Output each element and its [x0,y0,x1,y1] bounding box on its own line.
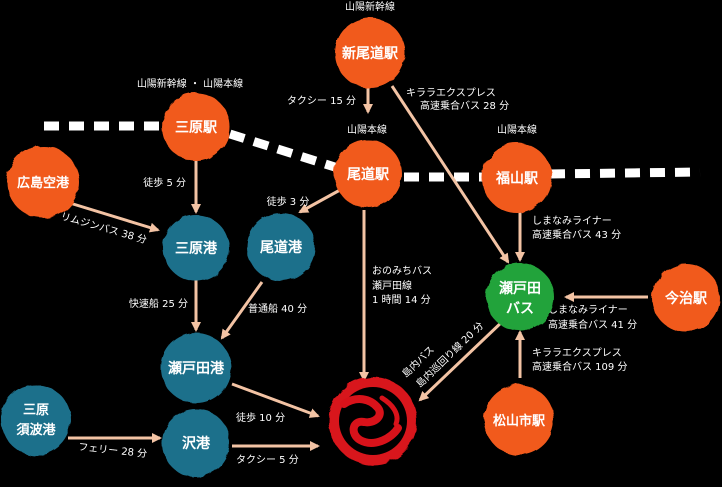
arrow-setoda-port-to-destination [231,382,320,418]
edge-label-taxi-15: タクシー 15 分 [287,95,356,107]
edge-label-shimanami-41-2: 高速乗合バス 41 分 [548,318,637,331]
edge-label-walk-10: 徒歩 10 分 [236,411,285,424]
svg-text:三原: 三原 [23,403,49,418]
destination-logo[interactable] [329,377,417,465]
node-onomichi-station[interactable]: 尾道駅 [334,140,402,208]
svg-text:瀬戸田: 瀬戸田 [499,280,541,297]
svg-text:広島空港: 広島空港 [17,175,70,191]
node-mihara-station[interactable]: 三原駅 [162,93,230,161]
edge-label-onomichi-bus-1: おのみちバス [372,265,432,277]
edge-label-walk-5: 徒歩 5 分 [143,176,186,189]
arrow-onomichi-port-to-setoda-port [220,281,264,340]
node-sawa-port[interactable]: 沢港 [162,409,230,477]
route-arrows [59,85,648,451]
destination-logo-wave-icon [340,395,402,447]
edge-label-shimanami-43-2: 高速乗合バス 43 分 [532,228,621,241]
node-fukuyama-station[interactable]: 福山駅 [482,143,552,213]
node-onomichi-port[interactable]: 尾道港 [247,213,315,281]
svg-text:須波港: 須波港 [15,422,56,438]
svg-text:今治駅: 今治駅 [664,290,708,307]
edge-label-kirara-109-2: 高速乗合バス 109 分 [532,360,627,373]
line-label-shin-onomichi: 山陽新幹線 [345,0,395,13]
edge-label-kirara-28-1: キララエクスプレス [406,87,496,99]
node-shin-onomichi-station[interactable]: 新尾道駅 [335,18,405,88]
edge-label-taxi-5: タクシー 5 分 [236,454,299,466]
svg-text:沢港: 沢港 [182,435,211,452]
svg-text:松山市駅: 松山市駅 [493,413,546,429]
svg-text:尾道港: 尾道港 [260,239,303,256]
arrow-setoda-bus-to-destination [418,318,506,402]
svg-text:尾道駅: 尾道駅 [347,166,390,183]
svg-text:三原駅: 三原駅 [175,120,218,136]
svg-text:新尾道駅: 新尾道駅 [342,45,399,62]
edge-label-fast-boat-25: 快速船 25 分 [129,297,188,310]
svg-text:バス: バス [506,301,534,317]
node-matsuyama-station[interactable]: 松山市駅 [484,385,554,455]
node-setoda-bus[interactable]: 瀬戸田 バス [486,263,554,331]
svg-text:三原港: 三原港 [175,240,218,257]
node-sunami-port[interactable]: 三原 須波港 [1,385,71,455]
node-imabari-station[interactable]: 今治駅 [652,264,720,332]
arrow-shin-onomichi-to-setoda-bus [390,85,510,264]
edge-label-walk-3: 徒歩 3 分 [267,195,310,208]
edge-label-kirara-28-2: 高速乗合バス 28 分 [420,99,509,112]
line-label-onomichi: 山陽本線 [347,123,387,136]
arrow-airport-to-mihara-port [59,198,160,233]
edge-label-kirara-109-1: キララエクスプレス [532,347,622,359]
edge-label-onomichi-bus-2: 瀬戸田線 [372,279,412,292]
railway-line [44,121,701,182]
svg-text:福山駅: 福山駅 [495,170,539,187]
svg-text:瀬戸田港: 瀬戸田港 [168,360,225,377]
edge-label-regular-boat-40: 普通船 40 分 [248,302,307,315]
node-hiroshima-airport[interactable]: 広島空港 [7,146,79,218]
edge-label-onomichi-bus-3: 1 時間 14 分 [372,294,431,306]
line-label-fukuyama: 山陽本線 [497,123,537,136]
node-setoda-port[interactable]: 瀬戸田港 [161,333,231,403]
edge-label-shimanami-43-1: しまなみライナー [532,215,612,227]
arrow-onomichi-to-port [298,188,341,214]
destination-logo-swirl-icon [379,395,400,427]
edge-label-shimanami-41-1: しまなみライナー [548,304,628,316]
line-label-mihara: 山陽新幹線 ・ 山陽本線 [137,77,243,90]
node-mihara-port[interactable]: 三原港 [163,215,229,281]
